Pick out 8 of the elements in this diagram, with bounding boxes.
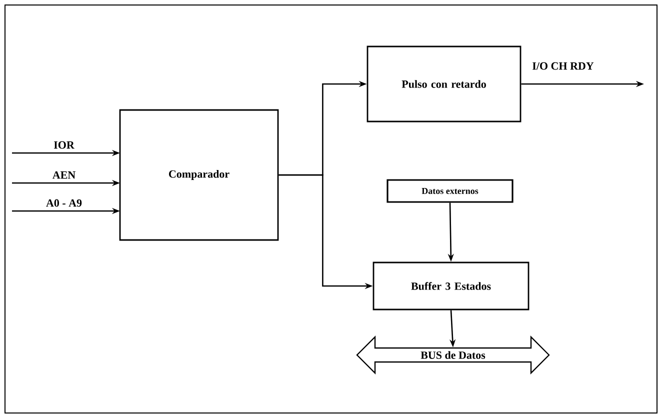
input-box: Datos externos — [386, 179, 514, 203]
block-box: Buffer 3 Estados — [372, 262, 530, 310]
block-box: Comparador — [119, 109, 279, 241]
signal-label: IOR — [54, 141, 74, 149]
signal-label: A0 - A9 — [46, 199, 82, 207]
signal-label: AEN — [52, 171, 76, 179]
block-box: Pulso con retardo — [366, 46, 522, 122]
signal-label: I/O CH RDY — [532, 62, 594, 70]
